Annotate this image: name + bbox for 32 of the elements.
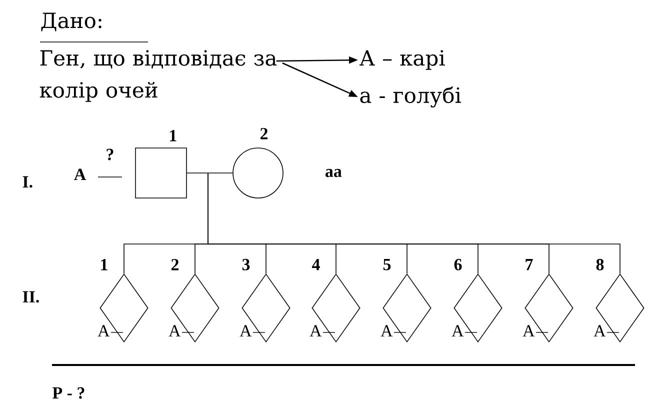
gene-text: Ген, що відповідає за колір очей — [40, 50, 277, 102]
generation-number: I. — [22, 176, 32, 188]
genotype-label: А — [522, 325, 535, 336]
genotype-label: А — [310, 325, 322, 336]
child-number: 7 — [526, 259, 533, 270]
genotype-label: А — [452, 325, 464, 336]
genotype-label: А — [74, 168, 86, 180]
individual-number: 1 — [170, 130, 176, 142]
genotype-label: А — [168, 325, 181, 336]
genotype-label: А — [240, 325, 252, 336]
child-number: 2 — [171, 258, 179, 270]
child-number: 6 — [454, 258, 462, 270]
question-text: Р - ? — [52, 387, 84, 399]
individual-number: 2 — [260, 128, 268, 140]
given-heading: Дано: — [41, 12, 102, 32]
male-square — [135, 148, 187, 198]
genotype-label: А — [594, 325, 606, 336]
descent-line — [208, 172, 620, 274]
child-number: 5 — [383, 258, 391, 270]
child-number: 8 — [596, 258, 604, 270]
genotype-label: аа — [325, 168, 342, 178]
gene-text: А – карі — [359, 50, 445, 70]
child-number: 4 — [312, 259, 320, 270]
child-number: 3 — [242, 258, 250, 270]
child-number: 1 — [101, 258, 108, 270]
marriage-line — [186, 172, 233, 174]
genotype-label: А — [98, 325, 110, 336]
question-mark: ? — [106, 148, 114, 160]
female-circle — [232, 148, 284, 198]
gene-text: а - голубі — [360, 86, 461, 108]
generation-number: II. — [22, 291, 39, 303]
genotype-label: А — [380, 325, 393, 336]
